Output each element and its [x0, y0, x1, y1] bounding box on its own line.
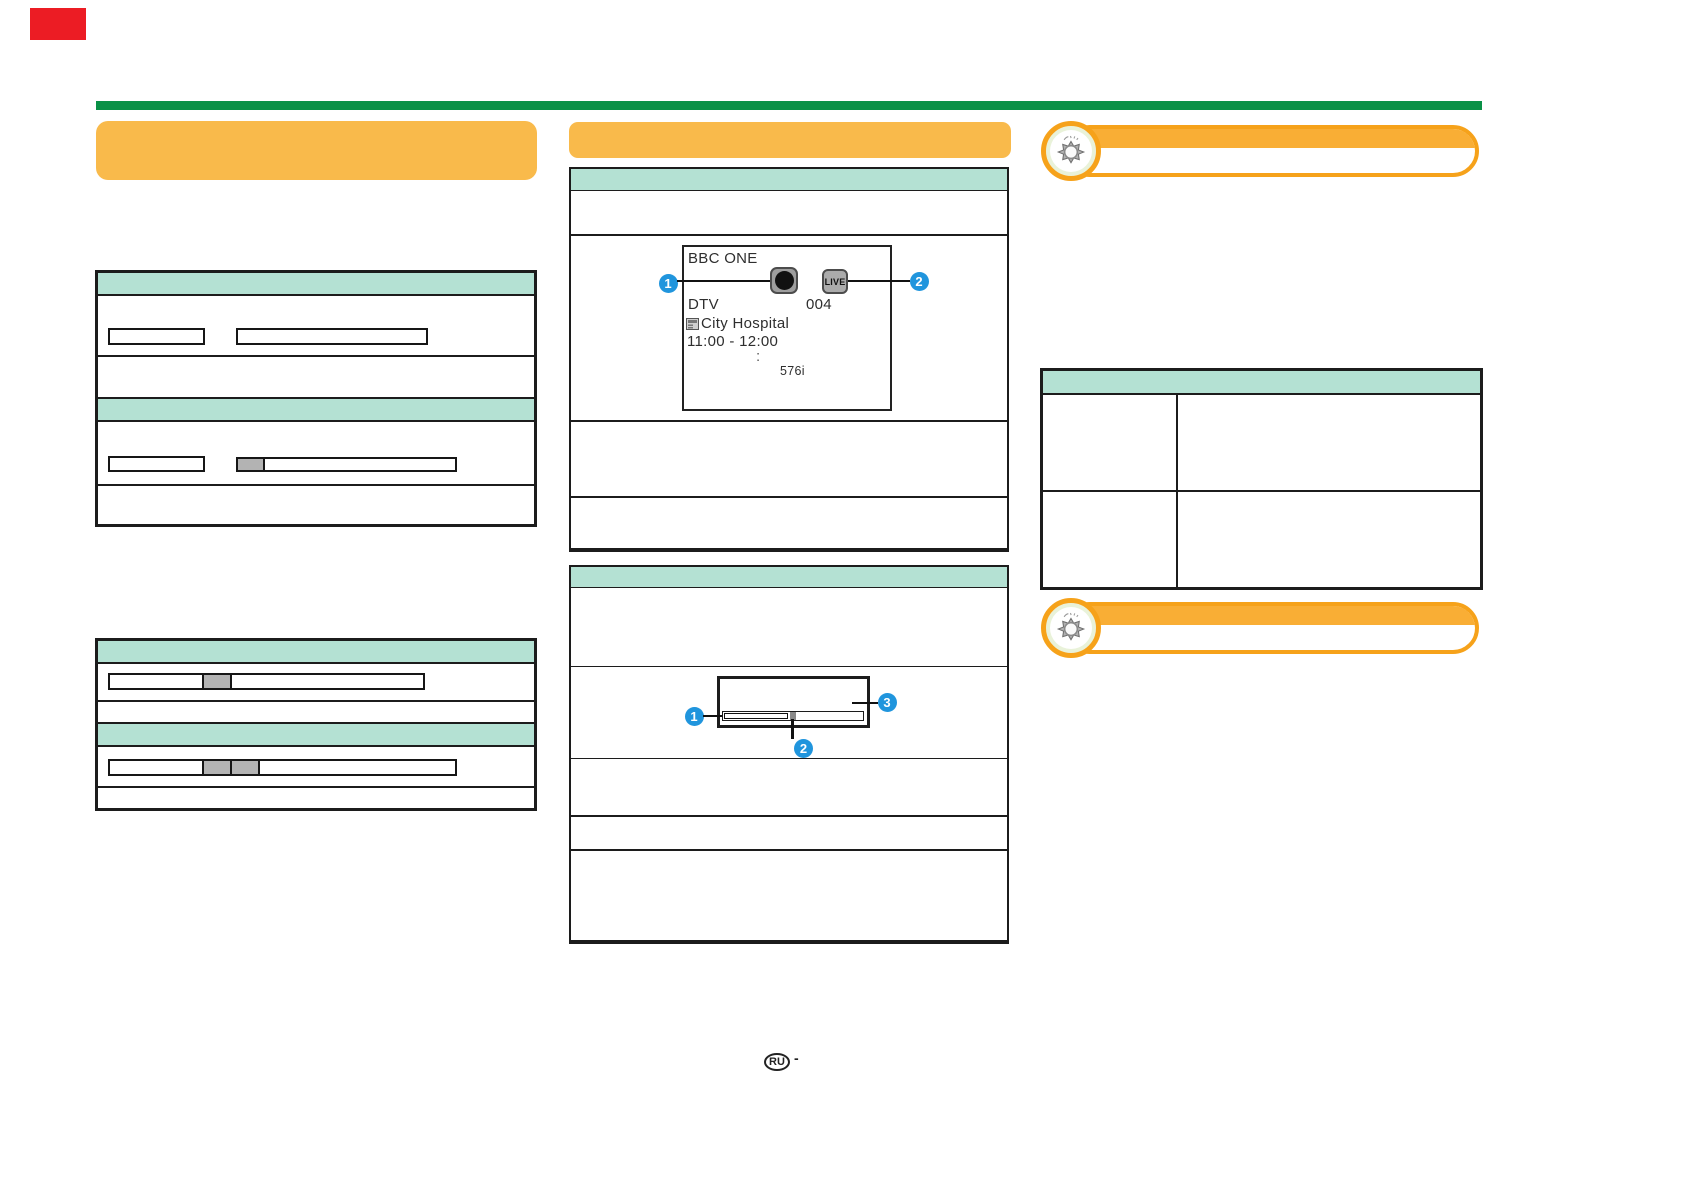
row-divider	[571, 496, 1007, 498]
row-divider	[571, 849, 1007, 851]
row-divider	[1043, 490, 1480, 492]
row-divider	[571, 757, 1007, 760]
timeline-bar	[108, 673, 425, 690]
timeline-bar	[108, 759, 457, 776]
green-divider-rule	[96, 101, 1482, 110]
left-table-2	[95, 638, 537, 811]
page-number-dash: -	[794, 1050, 799, 1066]
menu-value-box	[236, 328, 428, 345]
menu-key-box	[108, 328, 205, 345]
playback-position-marker	[789, 712, 796, 720]
callout-2-badge: 2	[909, 272, 929, 291]
bar-segment-gray	[232, 761, 260, 774]
time-separator: :	[756, 348, 761, 365]
row-divider	[98, 786, 534, 788]
record-icon	[770, 267, 798, 294]
diagram-callout-3-badge: 3	[877, 693, 897, 712]
channel-name: BBC ONE	[688, 250, 758, 267]
sun-tip-icon	[1056, 612, 1086, 641]
menu-progress-box	[236, 457, 457, 472]
tip-banner-2	[1064, 602, 1479, 654]
callout-2-leader-line	[848, 279, 910, 282]
section-heading-bar-left	[96, 121, 537, 180]
middle-table-1	[569, 167, 1009, 552]
elapsed-inner-outline	[724, 713, 788, 719]
record-dot-icon	[774, 271, 794, 290]
diagram-callout-1-badge: 1	[684, 707, 704, 726]
row-divider	[571, 420, 1007, 422]
menu-key-box	[108, 456, 205, 472]
tip-icon-circle	[1041, 121, 1101, 181]
live-badge: LIVE	[822, 269, 848, 294]
row-divider	[571, 815, 1007, 817]
channel-info-display: BBC ONE LIVE DTV 004 City Hospital 11:00…	[682, 245, 892, 411]
diagram-callout-2-leader	[791, 719, 794, 739]
channel-number: 004	[806, 296, 832, 313]
tip-banner-1	[1064, 125, 1479, 177]
broadcast-type: DTV	[688, 296, 719, 313]
bar-segment-white	[232, 675, 423, 688]
progress-filled-segment	[238, 459, 265, 470]
region-code-badge: RU	[764, 1053, 790, 1071]
program-guide-icon	[686, 318, 699, 330]
table-header-band	[1043, 371, 1480, 395]
callout-1-badge: 1	[658, 273, 678, 293]
bar-segment-gray	[204, 761, 232, 774]
row-divider	[571, 665, 1007, 668]
section-heading-bar-middle	[569, 122, 1011, 158]
elapsed-time-segment	[723, 712, 789, 720]
bar-segment-white	[260, 761, 455, 774]
row-divider	[98, 700, 534, 702]
right-table	[1040, 368, 1483, 590]
video-resolution: 576i	[780, 364, 805, 378]
tip-banner-band	[1068, 129, 1475, 148]
callout-1-leader-line	[677, 279, 770, 282]
program-time: 11:00 - 12:00	[687, 333, 779, 350]
diagram-callout-1-leader	[703, 714, 722, 717]
diagram-callout-3-leader	[852, 701, 878, 704]
diagram-callout-2-badge: 2	[794, 738, 813, 758]
program-title: City Hospital	[701, 315, 790, 332]
table-header-band	[98, 722, 534, 747]
middle-table-2	[569, 565, 1009, 944]
red-marker	[30, 8, 86, 40]
table-header-band	[98, 641, 534, 664]
bar-segment-white	[110, 675, 204, 688]
row-divider	[98, 484, 534, 486]
left-table-1	[95, 270, 537, 527]
row-divider	[98, 355, 534, 357]
row-divider	[571, 234, 1007, 236]
bar-segment-gray	[204, 675, 232, 688]
sun-tip-icon	[1056, 135, 1086, 164]
table-header-band	[98, 397, 534, 422]
tip-banner-band	[1068, 606, 1475, 625]
tip-icon-circle	[1041, 598, 1101, 658]
table-header-band	[571, 169, 1007, 191]
table-header-band	[571, 567, 1007, 588]
table-header-band	[98, 273, 534, 296]
bar-segment-white	[110, 761, 204, 774]
